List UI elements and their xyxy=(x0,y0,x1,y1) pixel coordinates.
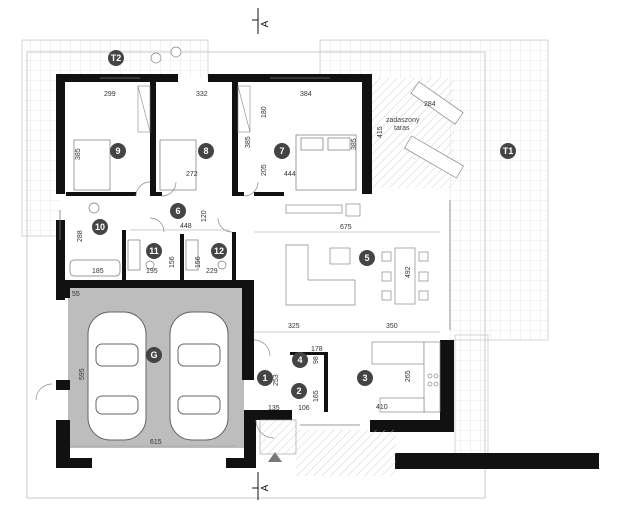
terrace-furniture xyxy=(150,46,464,179)
svg-text:7: 7 xyxy=(279,146,284,156)
room-badge-1: 1 xyxy=(257,370,273,386)
dim-185: 185 xyxy=(92,268,104,275)
room-badge-g: G xyxy=(146,347,162,363)
dim-195: 195 xyxy=(146,268,158,275)
dim-55: 55 xyxy=(72,291,80,298)
dim-178: 178 xyxy=(311,346,323,353)
dim-253: 253 xyxy=(273,374,280,386)
living-furniture xyxy=(285,203,429,306)
room-badge-t1: T1 xyxy=(500,143,516,159)
dim-272: 272 xyxy=(186,171,198,178)
svg-text:1: 1 xyxy=(262,373,267,383)
dim-350: 350 xyxy=(386,323,398,330)
svg-text:T1: T1 xyxy=(503,146,514,156)
dim-385-b: 385 xyxy=(245,136,252,148)
dim-492: 492 xyxy=(405,266,412,278)
dim-448: 448 xyxy=(180,223,192,230)
dimension-lines xyxy=(70,229,440,447)
dim-332: 332 xyxy=(196,91,208,98)
room-badge-11: 11 xyxy=(146,243,162,259)
dim-384: 384 xyxy=(300,91,312,98)
room-badge-7: 7 xyxy=(274,143,290,159)
dim-595: 595 xyxy=(79,368,86,380)
svg-text:10: 10 xyxy=(95,222,105,232)
dim-675: 675 xyxy=(340,224,352,231)
room-badge-12: 12 xyxy=(211,243,227,259)
room-badge-3: 3 xyxy=(357,370,373,386)
dim-180: 180 xyxy=(261,106,268,118)
section-line-bottom xyxy=(252,472,259,500)
dim-165: 165 xyxy=(313,390,320,402)
room-badge-9: 9 xyxy=(110,143,126,159)
beds xyxy=(73,134,357,191)
svg-text:8: 8 xyxy=(203,146,208,156)
dim-229: 229 xyxy=(206,268,218,275)
svg-text:G: G xyxy=(150,350,157,360)
room-badge-5: 5 xyxy=(359,250,375,266)
room-badge-6: 6 xyxy=(170,203,186,219)
dim-98: 98 xyxy=(313,356,320,364)
dim-288: 288 xyxy=(77,230,84,242)
dim-106: 106 xyxy=(298,405,310,412)
svg-text:2: 2 xyxy=(296,386,301,396)
dim-325: 325 xyxy=(288,323,300,330)
svg-text:6: 6 xyxy=(175,206,180,216)
svg-text:3: 3 xyxy=(362,373,367,383)
section-mark-bottom: A xyxy=(260,484,271,491)
svg-text:4: 4 xyxy=(297,355,302,365)
dim-385-c: 385 xyxy=(351,138,358,150)
dim-444: 444 xyxy=(284,171,296,178)
covered-terrace-label: zadaszony xyxy=(386,117,420,124)
svg-text:12: 12 xyxy=(214,246,224,256)
wardrobes xyxy=(137,85,251,133)
dim-415: 415 xyxy=(377,126,384,138)
svg-text:11: 11 xyxy=(149,246,159,256)
dim-156-b: 156 xyxy=(195,256,202,268)
svg-text:5: 5 xyxy=(364,253,369,263)
cars xyxy=(87,311,229,441)
svg-text:T2: T2 xyxy=(111,53,122,63)
front-path xyxy=(296,430,396,476)
dimension-labels: 299 332 384 385 385 385 272 444 180 205 … xyxy=(72,91,412,446)
dim-265: 265 xyxy=(405,370,412,382)
room-badge-10: 10 xyxy=(92,219,108,235)
kitchen xyxy=(371,341,441,413)
windows xyxy=(59,77,451,426)
section-mark-top: A xyxy=(260,20,271,27)
covered-terrace-area: 284 xyxy=(424,101,436,108)
dim-205: 205 xyxy=(261,164,268,176)
section-line-top xyxy=(252,8,259,34)
covered-terrace xyxy=(362,78,454,188)
dim-410: 410 xyxy=(376,404,388,411)
dim-120: 120 xyxy=(201,210,208,222)
room-badge-8: 8 xyxy=(198,143,214,159)
dim-135: 135 xyxy=(268,405,280,412)
room-badge-2: 2 xyxy=(291,383,307,399)
dim-385-a: 385 xyxy=(75,148,82,160)
room-badge-4: 4 xyxy=(292,352,308,368)
entrance-arrow-icon xyxy=(268,452,282,462)
covered-terrace-label-2: taras xyxy=(394,125,410,132)
dim-615: 615 xyxy=(150,439,162,446)
dim-299: 299 xyxy=(104,91,116,98)
dim-156-a: 156 xyxy=(169,256,176,268)
terrace-t1-lower xyxy=(454,334,489,456)
entrance-steps xyxy=(259,419,297,455)
room-badge-t2: T2 xyxy=(108,50,124,66)
svg-text:9: 9 xyxy=(115,146,120,156)
bath-fixtures xyxy=(69,202,227,277)
